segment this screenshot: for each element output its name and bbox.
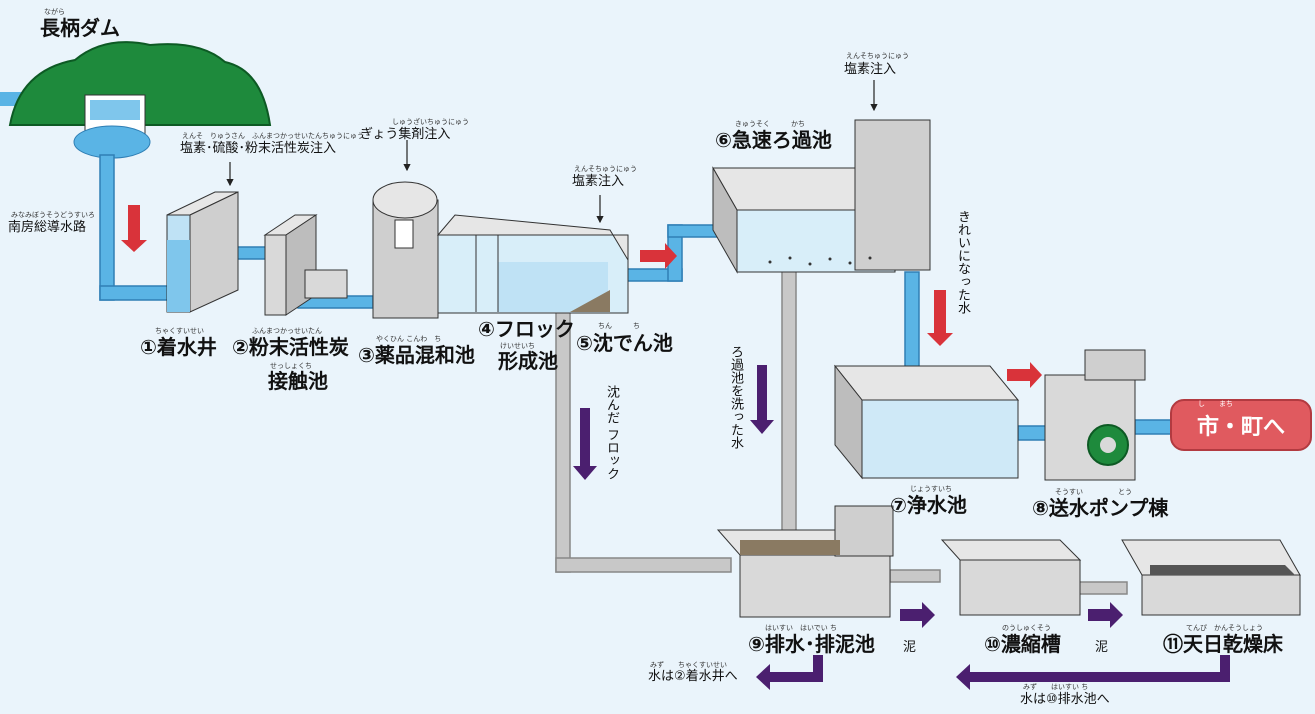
stage-9-label: ⑨排水･排泥池 xyxy=(748,632,875,656)
pump-house xyxy=(1044,349,1146,481)
return-2-label: 水は⑩排水池へ xyxy=(1020,692,1110,707)
stage-2-label: ②粉末活性炭 xyxy=(232,335,349,359)
injection-chlorine-sed: 塩素注入 xyxy=(572,174,625,189)
stage-3-label: ③薬品混和池 xyxy=(358,343,475,367)
stage-4-ruby2: けいせいち xyxy=(500,342,535,350)
dam-name-ruby: ながら xyxy=(44,8,65,16)
mud-label-1: 泥 xyxy=(903,640,917,655)
stage-4-label: ④フロック xyxy=(478,317,575,341)
stage-6-ruby: きゅうそく かち xyxy=(735,120,805,128)
aqueduct-name: 南房総導水路 xyxy=(8,220,87,235)
injection-chlorine-filter-ruby: えんそちゅうにゅう xyxy=(846,52,909,60)
return-2-ruby: みず はいすい ち xyxy=(1023,683,1089,691)
mixing-tank xyxy=(372,181,439,319)
stage-9-ruby: はいすい はいでい ち xyxy=(765,624,838,632)
injection-chlorine-filter: 塩素注入 xyxy=(844,62,897,77)
clean-water-label: きれいになった水 xyxy=(955,210,970,314)
carbon-contact-tank xyxy=(263,214,348,316)
waste-flow-arrows xyxy=(573,365,1230,690)
injection-first: 塩素･硫酸･粉末活性炭注入 xyxy=(180,141,337,156)
stage-10-ruby: のうしゅくそう xyxy=(1002,624,1051,632)
dam-illustration xyxy=(0,41,272,159)
destination-ruby: し まち xyxy=(1198,400,1233,408)
stage-8-ruby: そうすい とう xyxy=(1055,488,1132,496)
stage-7-ruby: じょうすいち xyxy=(910,485,952,493)
thickener-tank xyxy=(940,539,1082,616)
stage-5-label: ⑤沈でん池 xyxy=(576,331,673,355)
receiving-well xyxy=(166,191,239,313)
clean-flow-arrows xyxy=(121,205,1042,388)
floc-sedimentation-basin xyxy=(436,214,629,314)
injection-arrows xyxy=(226,80,878,224)
stage-11-label: ⑪天日乾燥床 xyxy=(1163,632,1283,656)
stage-5-ruby: ちん ち xyxy=(598,322,640,330)
stage-10-label: ⑩濃縮槽 xyxy=(984,632,1061,656)
stage-8-label: ⑧送水ポンプ棟 xyxy=(1032,496,1169,520)
destination-box: 市・町へ xyxy=(1170,399,1312,451)
stage-1-ruby: ちゃくすいせい xyxy=(155,327,204,335)
aqueduct-ruby: みなみぼうそうどうすいろ xyxy=(11,211,95,219)
wash-water-label: ろ過池を洗った水 xyxy=(728,345,743,449)
stage-4-label2: 形成池 xyxy=(498,349,558,373)
stage-3-ruby: やくひん こんわ ち xyxy=(376,335,442,343)
stage-1-label: ①着水井 xyxy=(140,335,217,359)
purified-water-tank xyxy=(833,364,1020,480)
drying-beds xyxy=(1121,539,1301,616)
drainage-tank xyxy=(716,505,894,618)
stage-2-ruby2: せっしょくち xyxy=(270,362,312,370)
waste-pipes xyxy=(555,269,1128,595)
mud-label-2: 泥 xyxy=(1095,640,1109,655)
rapid-filter xyxy=(712,119,931,274)
injection-first-ruby: えんそ りゅうさん ふんまつかっせいたんちゅうにゅう xyxy=(182,132,364,140)
injection-chlorine-sed-ruby: えんそちゅうにゅう xyxy=(574,165,637,173)
stage-6-label: ⑥急速ろ過池 xyxy=(715,128,832,152)
return-1-ruby: みず ちゃくすいせい xyxy=(650,661,727,669)
sunk-floc-label: 沈んだ フロック xyxy=(604,385,619,481)
dam-name: 長柄ダム xyxy=(40,16,120,40)
stage-11-ruby: てんぴ かんそうしょう xyxy=(1186,624,1263,632)
return-1-label: 水は②着水井へ xyxy=(648,669,738,684)
injection-coagulant-ruby: しゅうざいちゅうにゅう xyxy=(392,118,469,126)
stage-7-label: ⑦浄水池 xyxy=(890,493,967,517)
stage-2-ruby: ふんまつかっせいたん xyxy=(252,327,322,335)
stage-2-label2: 接触池 xyxy=(268,369,328,393)
injection-coagulant: ぎょう集剤注入 xyxy=(360,127,451,142)
